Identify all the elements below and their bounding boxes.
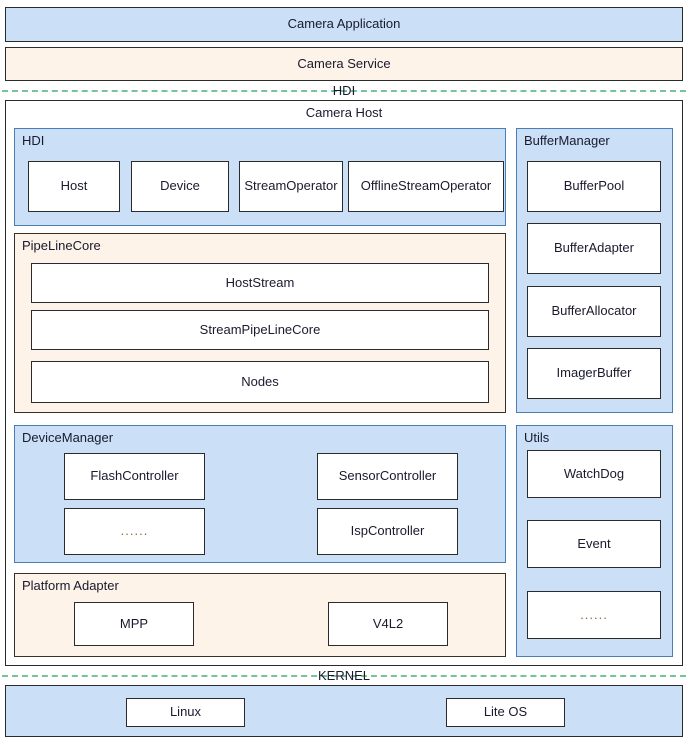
devicemanager-item-sensorcontroller-label: SensorController	[338, 468, 437, 484]
devicemanager-item-flashcontroller[interactable]: FlashController	[64, 453, 205, 500]
kernel-layer	[5, 685, 683, 737]
hdi-item-streamoperator-label: StreamOperator	[244, 178, 338, 194]
hdi-separator-label: HDI	[332, 82, 356, 98]
buffermanager-item-bufferpool-label: BufferPool	[563, 178, 625, 194]
platformadapter-panel-label: Platform Adapter	[22, 578, 119, 593]
pipelinecore-item-streampipelinecore-label: StreamPipeLineCore	[199, 321, 321, 337]
utils-item-more[interactable]: ......	[527, 591, 661, 639]
hdi-item-offlinestreamoperator-label: OfflineStreamOperator	[360, 178, 492, 194]
hdi-item-device-label: Device	[160, 178, 200, 194]
pipelinecore-item-nodes-label: Nodes	[241, 373, 279, 389]
platformadapter-item-v4l2[interactable]: V4L2	[328, 602, 448, 646]
hdi-panel-label: HDI	[22, 133, 45, 148]
hdi-item-host[interactable]: Host	[28, 161, 120, 212]
kernel-separator-line	[2, 675, 686, 677]
buffermanager-item-bufferallocator[interactable]: BufferAllocator	[527, 286, 661, 337]
devicemanager-panel-label: DeviceManager	[22, 430, 114, 445]
camera-service-label: Camera Service	[297, 55, 391, 71]
kernel-separator: KERNEL	[0, 666, 688, 684]
buffermanager-item-imagerbuffer-label: ImagerBuffer	[556, 365, 632, 381]
platformadapter-item-mpp[interactable]: MPP	[74, 602, 194, 646]
devicemanager-item-flashcontroller-label: FlashController	[90, 468, 179, 484]
kernel-separator-label: KERNEL	[317, 667, 371, 683]
hdi-item-offlinestreamoperator[interactable]: OfflineStreamOperator	[348, 161, 504, 212]
devicemanager-item-ispcontroller[interactable]: IspController	[317, 508, 458, 555]
hdi-item-device[interactable]: Device	[131, 161, 229, 212]
utils-item-watchdog[interactable]: WatchDog	[527, 450, 661, 498]
utils-item-event-label: Event	[577, 535, 611, 551]
devicemanager-item-ispcontroller-label: IspController	[350, 523, 425, 539]
kernel-item-linux-label: Linux	[169, 704, 202, 720]
pipelinecore-item-streampipelinecore[interactable]: StreamPipeLineCore	[31, 310, 489, 350]
buffermanager-item-bufferallocator-label: BufferAllocator	[551, 303, 637, 319]
pipelinecore-item-hoststream[interactable]: HostStream	[31, 263, 489, 303]
buffermanager-panel-label: BufferManager	[524, 133, 610, 148]
camera-application-label: Camera Application	[287, 16, 401, 32]
buffermanager-item-imagerbuffer[interactable]: ImagerBuffer	[527, 348, 661, 399]
camera-host-title: Camera Host	[5, 103, 683, 123]
pipelinecore-item-nodes[interactable]: Nodes	[31, 361, 489, 403]
buffermanager-item-bufferpool[interactable]: BufferPool	[527, 161, 661, 212]
buffermanager-item-bufferadapter[interactable]: BufferAdapter	[527, 223, 661, 274]
devicemanager-item-sensorcontroller[interactable]: SensorController	[317, 453, 458, 500]
camera-application-layer: Camera Application	[5, 7, 683, 42]
camera-host-label: Camera Host	[305, 104, 383, 120]
kernel-item-linux[interactable]: Linux	[126, 698, 245, 727]
devicemanager-item-more[interactable]: ......	[64, 508, 205, 555]
pipelinecore-panel-label: PipeLineCore	[22, 238, 101, 253]
hdi-item-streamoperator[interactable]: StreamOperator	[239, 161, 343, 212]
camera-service-layer: Camera Service	[5, 47, 683, 81]
hdi-separator-line	[2, 90, 686, 92]
utils-item-watchdog-label: WatchDog	[563, 465, 625, 481]
kernel-item-liteos-label: Lite OS	[483, 704, 528, 720]
pipelinecore-item-hoststream-label: HostStream	[225, 274, 295, 290]
hdi-item-host-label: Host	[60, 178, 88, 194]
kernel-item-liteos[interactable]: Lite OS	[446, 698, 565, 727]
platformadapter-item-v4l2-label: V4L2	[372, 615, 404, 631]
devicemanager-item-more-label: ......	[120, 523, 149, 539]
utils-panel-label: Utils	[524, 430, 550, 445]
utils-item-more-label: ......	[580, 606, 608, 622]
hdi-separator: HDI	[0, 81, 688, 99]
buffermanager-item-bufferadapter-label: BufferAdapter	[554, 240, 634, 256]
platformadapter-item-mpp-label: MPP	[119, 615, 149, 631]
utils-item-event[interactable]: Event	[527, 520, 661, 568]
